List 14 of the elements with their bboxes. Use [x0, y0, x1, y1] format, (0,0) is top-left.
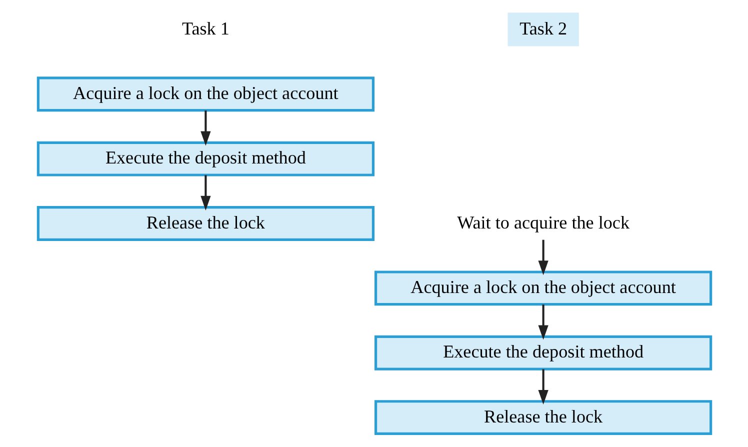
- label: Task 1: [181, 18, 229, 38]
- node-box: Acquire a lock on the object account: [374, 270, 712, 306]
- arrow: [200, 175, 210, 210]
- node-box: Release the lock: [36, 206, 374, 241]
- node-box: Execute the deposit method: [36, 141, 374, 176]
- node-box: Execute the deposit method: [374, 335, 712, 370]
- arrow: [538, 304, 548, 340]
- node-box: Acquire a lock on the object account: [36, 76, 374, 112]
- node-box: Task 2: [507, 12, 578, 46]
- arrow: [538, 369, 548, 404]
- arrow: [200, 110, 210, 146]
- node-box: Release the lock: [374, 400, 712, 435]
- arrow: [538, 240, 548, 276]
- node-text: Wait to acquire the lock: [456, 212, 630, 232]
